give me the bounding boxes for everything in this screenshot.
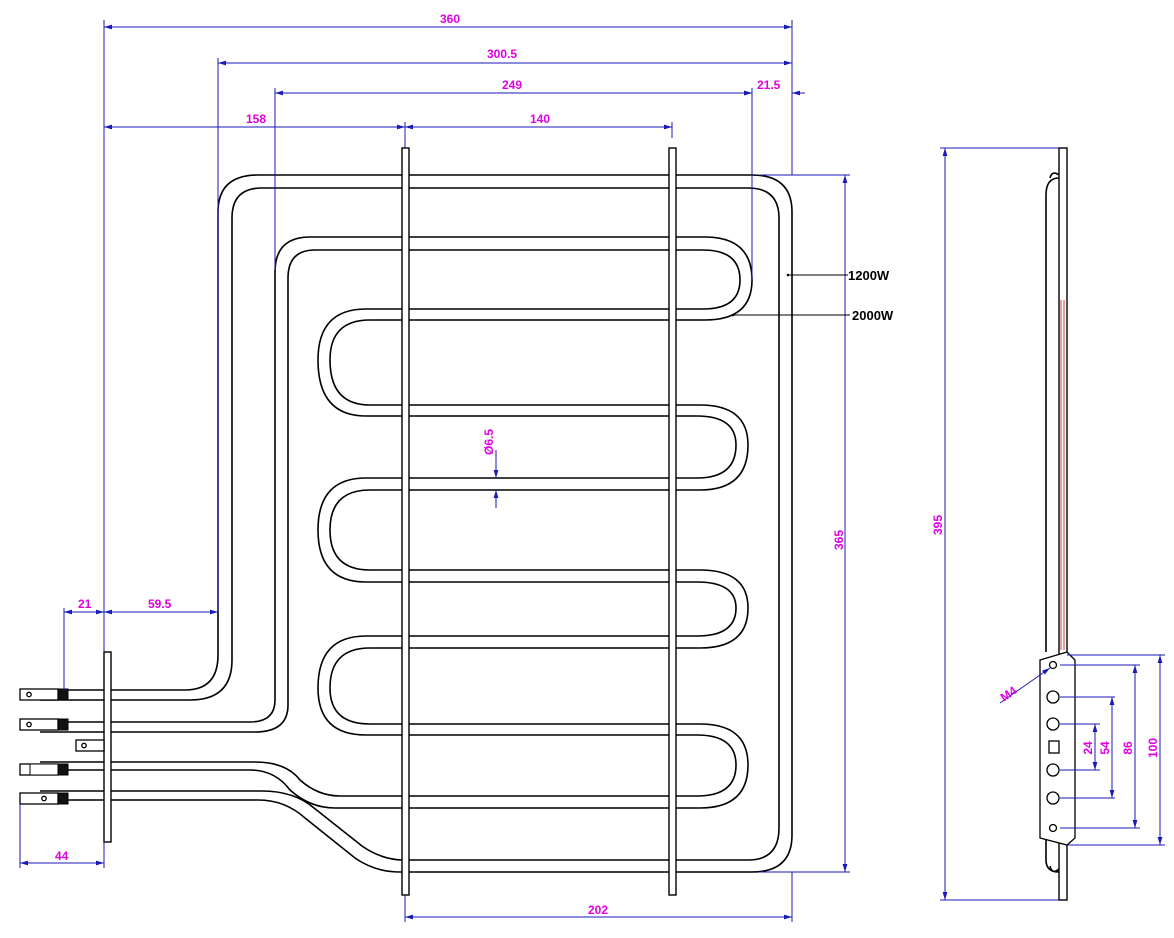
dim-terminal-length: 44 — [19, 804, 105, 868]
dim-86-text: 86 — [1121, 741, 1135, 755]
dim-395-text: 395 — [931, 515, 945, 535]
hole-2 — [1046, 717, 1060, 731]
dim-300-5-text: 300.5 — [487, 47, 517, 61]
ground-terminal — [75, 739, 105, 752]
terminals — [19, 688, 105, 805]
label-2000w: 2000W — [852, 308, 894, 323]
support-bar-right — [668, 147, 677, 896]
dim-terminal-offsets: 21 59.5 — [63, 597, 218, 690]
dim-202-text: 202 — [588, 903, 608, 917]
outer-heating-loop — [40, 174, 793, 873]
front-view: 360 300.5 249 21.5 158 140 — [19, 12, 894, 922]
hole-5 — [1048, 823, 1058, 833]
hole-1 — [1046, 690, 1060, 704]
side-view: 395 M4 24 54 86 100 — [931, 147, 1165, 901]
m4-hole — [1048, 660, 1058, 670]
mounting-plate — [103, 651, 112, 843]
dim-m4-text: M4 — [998, 683, 1020, 704]
dim-24-text: 24 — [1081, 741, 1095, 755]
dim-tube-diameter: Ø6.5 — [482, 429, 499, 508]
dim-360-text: 360 — [440, 12, 460, 26]
label-1200w: 1200W — [848, 268, 890, 283]
dim-bottom-span: 202 — [404, 872, 793, 922]
dim-bar-positions: 158 140 — [104, 112, 673, 148]
dim-21-text: 21 — [78, 597, 92, 611]
dim-outer-loop-width: 300.5 — [217, 47, 792, 612]
dim-54-text: 54 — [1098, 741, 1112, 755]
dim-365-text: 365 — [832, 530, 846, 550]
dim-249-text: 249 — [502, 78, 522, 92]
terminal-1 — [19, 688, 59, 701]
side-rail — [1058, 147, 1068, 901]
inner-heating-loop — [40, 236, 753, 809]
dim-element-height: 365 — [760, 174, 850, 873]
dim-158-text: 158 — [246, 112, 266, 126]
dim-44-text: 44 — [55, 849, 69, 863]
support-bar-left — [401, 147, 410, 896]
dim-hole-spacing: 24 54 86 100 — [1060, 654, 1165, 846]
terminal-2 — [19, 718, 59, 731]
hole-3 — [1046, 763, 1060, 777]
terminal-4 — [19, 792, 59, 805]
dim-59-5-text: 59.5 — [148, 597, 172, 611]
hole-4 — [1046, 791, 1060, 805]
dim-total-height: 395 — [931, 147, 1059, 901]
dim-21-5-text: 21.5 — [757, 78, 781, 92]
dim-140-text: 140 — [530, 112, 550, 126]
earth-symbol — [1048, 740, 1060, 754]
dim-overall-width: 360 — [103, 12, 793, 652]
power-labels: 1200W 2000W — [731, 268, 894, 323]
dim-inner-loop-width: 249 — [274, 78, 753, 280]
dim-right-offset: 21.5 — [740, 78, 805, 96]
dim-diameter-text: Ø6.5 — [482, 429, 496, 455]
dim-100-text: 100 — [1146, 738, 1160, 758]
